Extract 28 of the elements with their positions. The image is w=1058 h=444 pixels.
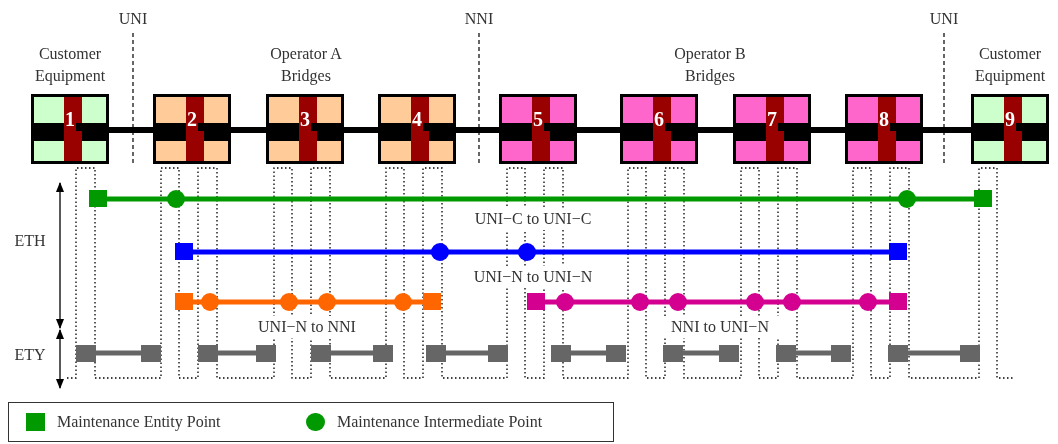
link-line bbox=[923, 127, 971, 133]
diagram-label: NNI bbox=[463, 9, 495, 29]
node-caption: Customer Equipment bbox=[973, 44, 1047, 87]
bridge-box bbox=[499, 94, 577, 164]
bridge-box bbox=[733, 94, 811, 164]
node-caption: Customer Equipment bbox=[33, 44, 107, 87]
link-line bbox=[231, 127, 266, 133]
link-line bbox=[456, 127, 499, 133]
link-line bbox=[811, 127, 845, 133]
bridge-box bbox=[845, 94, 923, 164]
diagram-label: UNI bbox=[117, 9, 149, 29]
link-line bbox=[344, 127, 378, 133]
diagram-label: UNI bbox=[928, 9, 960, 29]
link-line bbox=[577, 127, 620, 133]
bridge-box bbox=[971, 94, 1049, 164]
bridge-box bbox=[266, 94, 344, 164]
legend-text: Maintenance Entity Point bbox=[57, 412, 221, 433]
diagram-label: ETY bbox=[13, 345, 47, 365]
link-line bbox=[109, 127, 153, 133]
diagram-label: Operator B Bridges bbox=[673, 44, 747, 87]
diagram-label: ETH bbox=[13, 231, 47, 251]
bridge-box bbox=[378, 94, 456, 164]
bridge-box bbox=[620, 94, 698, 164]
legend-text: Maintenance Intermediate Point bbox=[337, 412, 543, 432]
bridge-box bbox=[31, 94, 109, 164]
bridge-box bbox=[153, 94, 231, 164]
diagram-label: Operator A Bridges bbox=[269, 44, 343, 87]
link-line bbox=[698, 127, 733, 133]
